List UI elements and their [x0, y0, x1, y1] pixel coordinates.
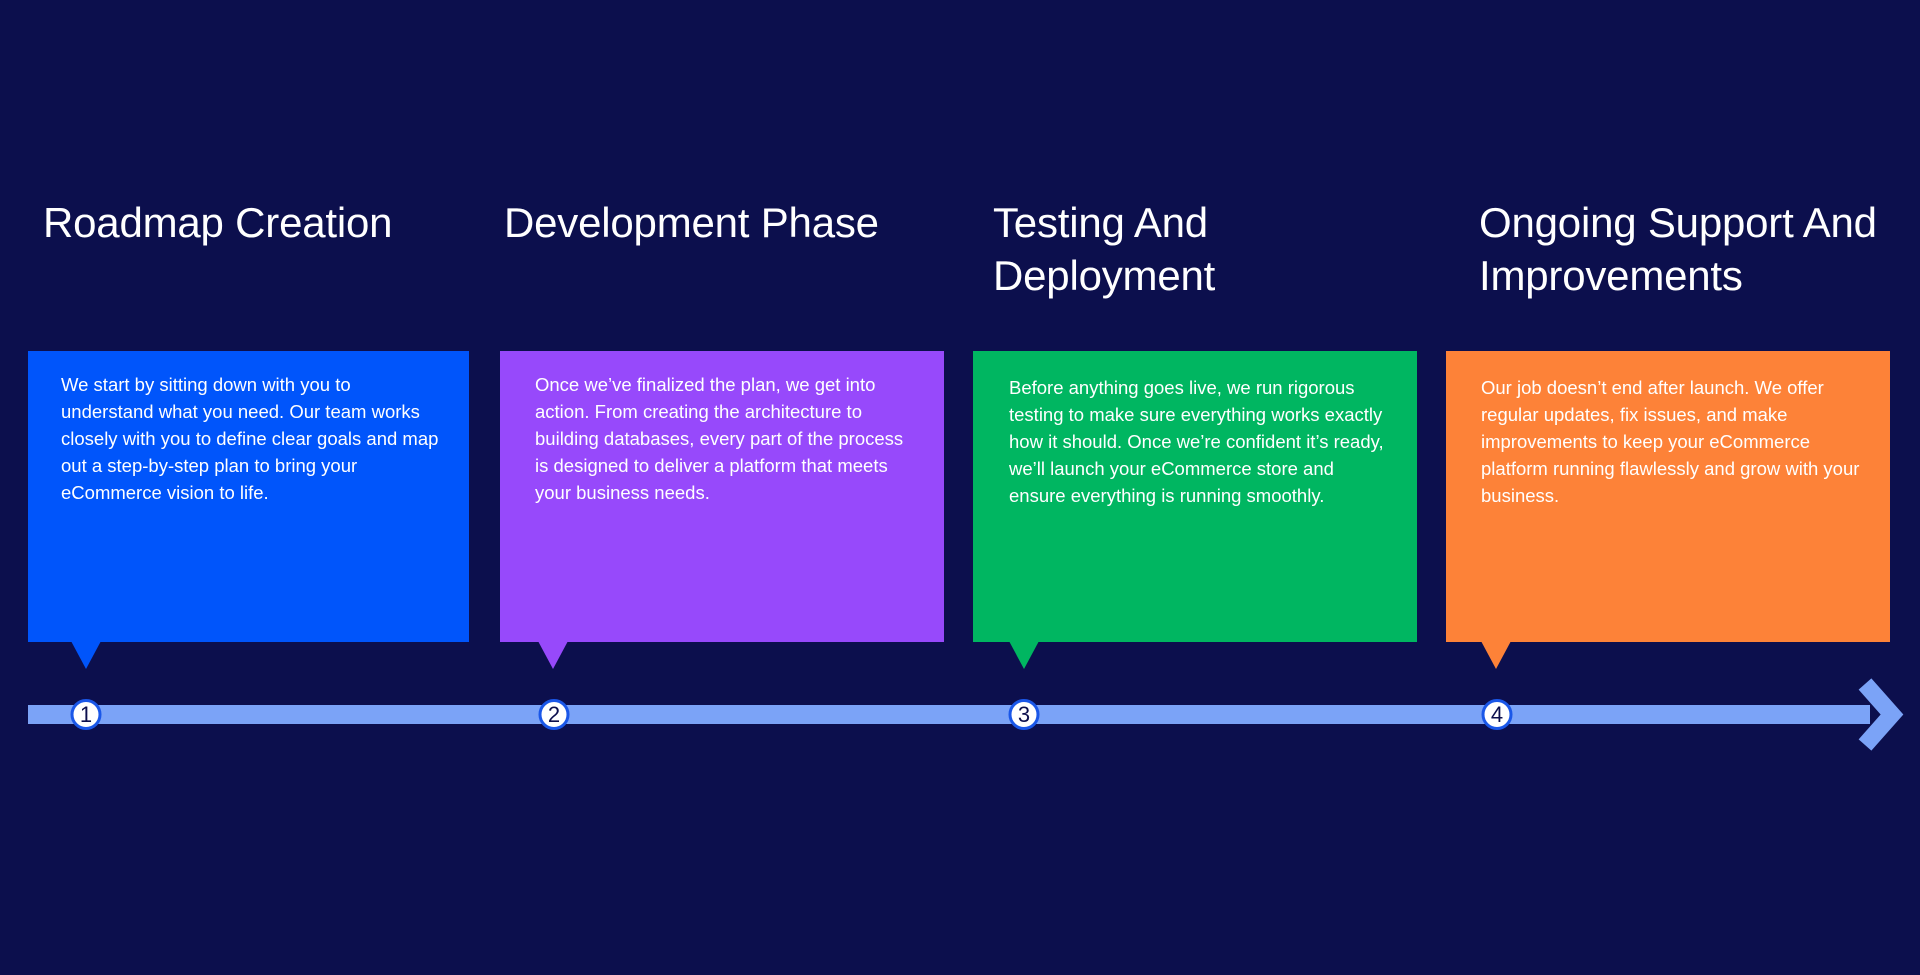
card-pointer — [71, 641, 101, 669]
step-title-roadmap-creation: Roadmap Creation — [43, 199, 393, 246]
marker-number: 1 — [80, 702, 92, 727]
step-marker-4: 4 — [1481, 699, 1513, 730]
arrow-right-icon — [1858, 678, 1904, 751]
marker-circle — [1481, 699, 1513, 730]
marker-number: 2 — [548, 702, 560, 727]
card-pointer — [1009, 641, 1039, 669]
step-card-roadmap-creation: We start by sitting down with you to und… — [28, 351, 469, 669]
timeline-axis: 1 2 3 4 — [28, 678, 1904, 751]
step-marker-3: 3 — [1008, 699, 1040, 730]
step-title-development-phase: Development Phase — [504, 199, 879, 246]
step-description: Before anything goes live, we run rigoro… — [1009, 377, 1384, 506]
card-pointer — [1481, 641, 1511, 669]
step-title-testing-and-deployment: Testing And Deployment — [993, 199, 1216, 299]
step-card-ongoing-support: Our job doesn’t end after launch. We off… — [1446, 351, 1890, 669]
step-description: Once we’ve finalized the plan, we get in… — [535, 374, 904, 503]
step-description: Our job doesn’t end after launch. We off… — [1481, 377, 1860, 506]
marker-circle — [538, 699, 570, 730]
marker-number: 3 — [1018, 702, 1030, 727]
step-card-testing-and-deployment: Before anything goes live, we run rigoro… — [973, 351, 1417, 669]
marker-number: 4 — [1491, 702, 1503, 727]
step-title-ongoing-support: Ongoing Support And Improvements — [1479, 199, 1877, 299]
step-card-development-phase: Once we’ve finalized the plan, we get in… — [500, 351, 944, 669]
marker-circle — [70, 699, 102, 730]
step-description: We start by sitting down with you to und… — [61, 374, 439, 503]
step-marker-1: 1 — [70, 699, 102, 730]
card-pointer — [538, 641, 568, 669]
marker-circle — [1008, 699, 1040, 730]
timeline-line — [28, 705, 1870, 724]
step-marker-2: 2 — [538, 699, 570, 730]
